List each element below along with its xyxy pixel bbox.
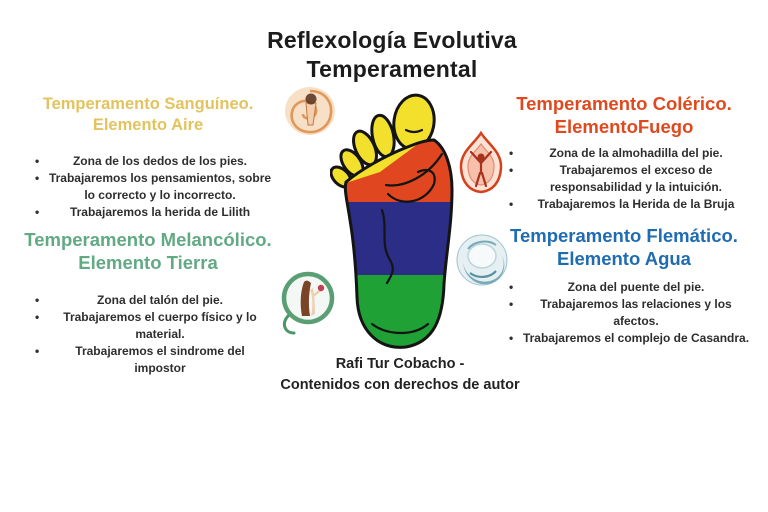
list-item: Zona de los dedos de los pies. [12,153,284,170]
bullets-melancolico: Zona del talón del pie. Trabajaremos el … [12,292,284,377]
author-name: Rafi Tur Cobacho - [335,356,465,372]
list-item: Trabajaremos la Herida de la Bruja [486,196,762,213]
heading-sanguineo: Temperamento Sanguíneo. Elemento Aire [42,95,254,134]
list-item: Trabajaremos los pensamientos, sobre lo … [12,170,284,204]
air-swirl-icon [285,87,335,135]
water-swirl-icon [456,234,508,286]
list-item: Zona del talón del pie. [12,292,284,309]
foot-ball-zone [345,140,453,204]
list-item: Trabajaremos la herida de Lilith [12,204,284,221]
fire-figure [469,150,493,188]
foot-crease-lines [370,128,444,334]
list-item: Trabajaremos el sindrome del impostor [12,343,284,377]
fire-flame-icon [459,130,503,194]
bullets-colerico: Zona de la almohadilla del pie. Trabajar… [486,145,762,213]
list-item: Trabajaremos las relaciones y los afecto… [486,296,762,330]
list-item: Zona del puente del pie. [486,279,762,296]
foot-outline [343,138,454,349]
list-item: Trabajaremos el exceso de responsabilida… [486,162,762,196]
list-item: Trabajaremos el cuerpo físico y lo mater… [12,309,284,343]
footer-credit: Rafi Tur Cobacho - Contenidos con derech… [244,354,556,396]
page-title-line1: Reflexología Evolutiva [267,27,517,53]
foot-reflexology-diagram [330,93,454,349]
bullets-flematico: Zona del puente del pie. Trabajaremos la… [486,279,762,347]
heading-flematico: Temperamento Flemático. Elemento Agua [510,225,738,270]
copyright-note: Contenidos con derechos de autor [280,377,520,394]
foot-toes-zone [330,93,436,189]
earth-figure-icon [281,271,335,335]
heading-melancolico: Temperamento Melancólico. Elemento Tierr… [24,229,272,274]
page-title: Reflexología Evolutiva Temperamental [0,26,768,85]
list-item: Zona de la almohadilla del pie. [486,145,762,162]
bullets-sanguineo: Zona de los dedos de los pies. Trabajare… [12,153,284,221]
heading-colerico: Temperamento Colérico. ElementoFuego [516,93,732,138]
list-item: Trabajaremos el complejo de Casandra. [486,330,762,347]
foot-heel-zone [345,275,453,348]
page-title-line2: Temperamental [306,56,478,83]
foot-arch-zone [345,202,453,275]
